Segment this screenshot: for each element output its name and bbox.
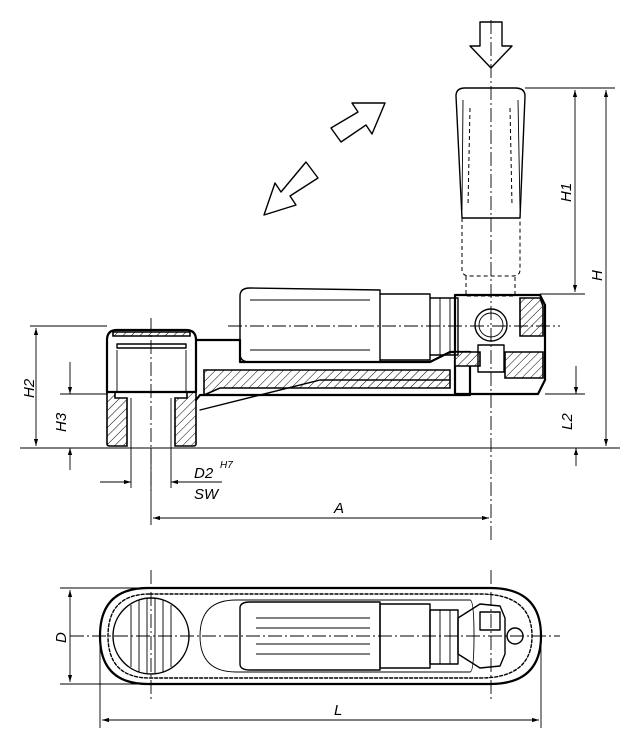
label-D: D (53, 632, 70, 643)
crank-arm (105, 293, 547, 447)
label-L2: L2 (559, 413, 576, 430)
label-SW: SW (194, 486, 220, 503)
dimension-labels: H2 H3 H1 H L2 D2 H7 SW A D L (21, 183, 606, 719)
side-view (105, 20, 560, 540)
top-view (70, 570, 560, 700)
label-D2: D2 (194, 465, 214, 482)
motion-arrows (263, 21, 513, 216)
handle-upright (455, 87, 526, 297)
arrow-down-left-icon (263, 161, 319, 216)
top-dimensions (60, 587, 542, 728)
label-H: H (589, 270, 606, 281)
top-outline (98, 586, 543, 686)
side-dimensions (20, 87, 620, 525)
label-H2: H2 (21, 378, 38, 398)
handle-folded (239, 287, 459, 363)
label-H3: H3 (53, 412, 70, 432)
label-A: A (333, 500, 344, 517)
arrow-up-right-icon (330, 102, 386, 143)
arrow-down-icon (469, 21, 513, 69)
label-L: L (334, 702, 342, 719)
label-H7: H7 (220, 460, 233, 471)
label-H1: H1 (558, 183, 575, 202)
